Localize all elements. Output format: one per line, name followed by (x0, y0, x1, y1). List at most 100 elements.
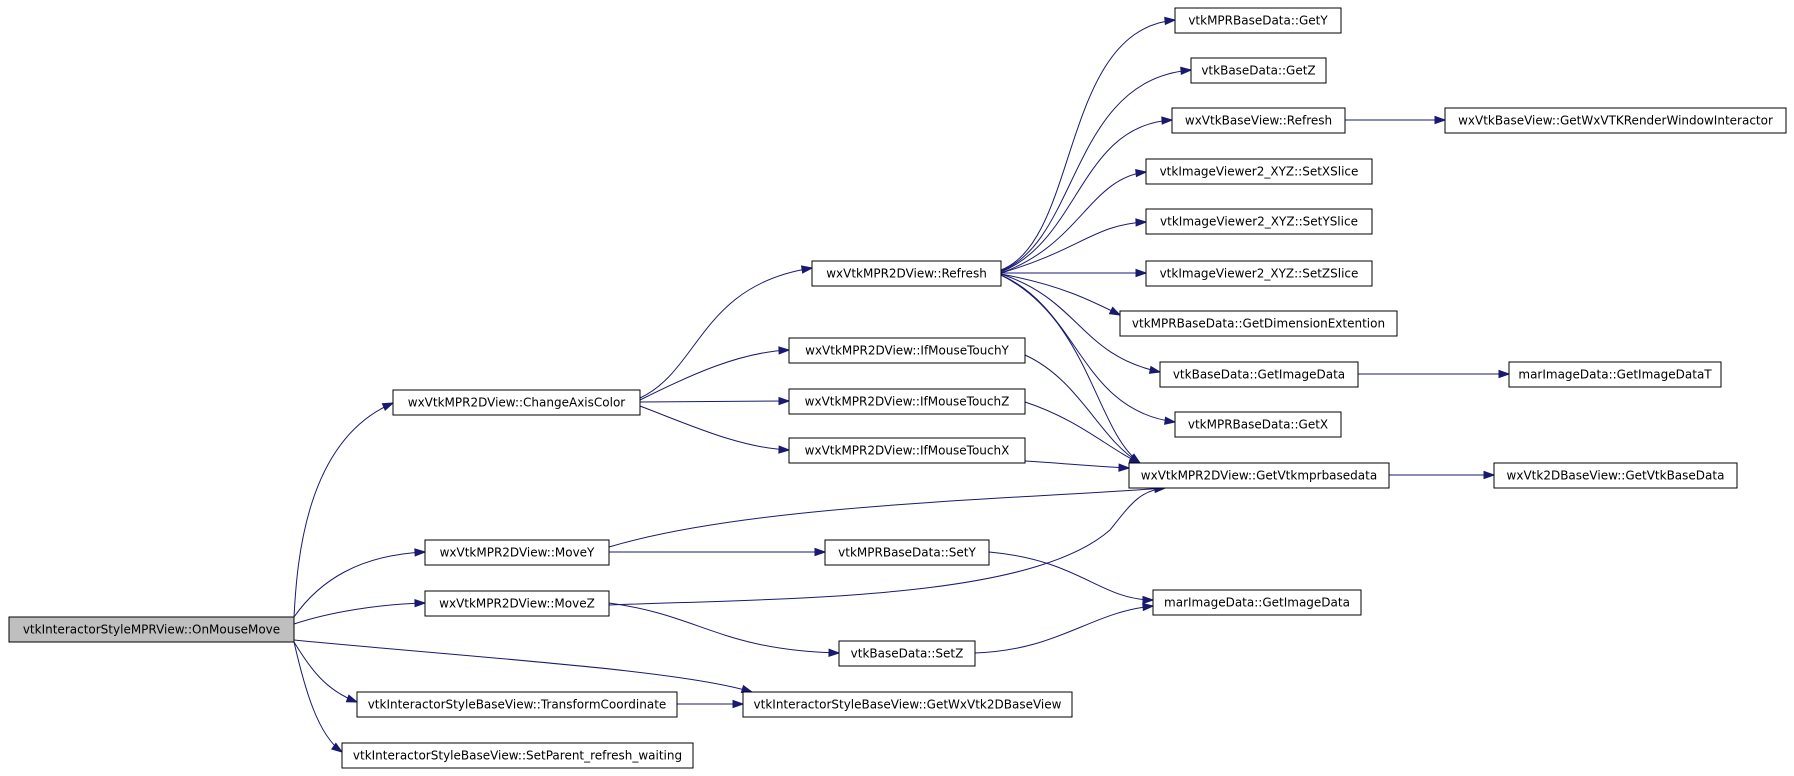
call-edges (293, 16, 1511, 753)
node-setyslice[interactable]: vtkImageViewer2_XYZ::SetYSlice (1145, 208, 1373, 235)
arrowhead (778, 445, 791, 454)
call-edge-n11-n23 (974, 602, 1155, 654)
node-ifmousetouchy[interactable]: wxVtkMPR2DView::IfMouseTouchY (788, 337, 1026, 364)
arrowhead (814, 547, 827, 557)
arrowhead (1483, 470, 1496, 480)
node-transformcoordinate[interactable]: vtkInteractorStyleBaseView::TransformCoo… (356, 691, 678, 718)
svg-text:marImageData::GetImageDataT: marImageData::GetImageDataT (1518, 368, 1712, 382)
node-getimagedatat[interactable]: marImageData::GetImageDataT (1508, 361, 1722, 388)
node-mpr2dview-refresh[interactable]: wxVtkMPR2DView::Refresh (811, 260, 1002, 287)
arrowhead (1142, 595, 1155, 605)
arrowhead (1108, 306, 1122, 316)
svg-text:wxVtkMPR2DView::GetVtkmprbased: wxVtkMPR2DView::GetVtkmprbasedata (1141, 469, 1377, 483)
call-edge-n6-n16 (1000, 168, 1148, 274)
arrowhead (1142, 602, 1155, 612)
call-edge-n6-n17 (1000, 218, 1148, 274)
node-changeaxiscolor[interactable]: wxVtkMPR2DView::ChangeAxisColor (392, 389, 641, 416)
node-basevie-refresh[interactable]: wxVtkBaseView::Refresh (1171, 107, 1346, 134)
node-setzslice[interactable]: vtkImageViewer2_XYZ::SetZSlice (1145, 260, 1373, 287)
svg-text:vtkImageViewer2_XYZ::SetYSlice: vtkImageViewer2_XYZ::SetYSlice (1160, 215, 1358, 229)
svg-text:marImageData::GetImageData: marImageData::GetImageData (1164, 596, 1350, 610)
call-edge-n7-n22 (1024, 354, 1142, 464)
svg-text:wxVtkMPR2DView::IfMouseTouchX: wxVtkMPR2DView::IfMouseTouchX (805, 444, 1010, 458)
arrowhead (1164, 416, 1177, 425)
arrowhead (414, 548, 427, 557)
node-ifmousetouchz[interactable]: wxVtkMPR2DView::IfMouseTouchZ (788, 388, 1026, 415)
call-edge-n9-n22 (1024, 460, 1131, 472)
arrowhead (345, 694, 359, 703)
call-edge-n10-n23 (988, 551, 1155, 605)
call-edge-n6-n21 (1000, 274, 1177, 425)
node-onmousemove[interactable]: vtkInteractorStyleMPRView::OnMouseMove (8, 616, 295, 643)
call-edge-n0-n1 (293, 402, 395, 618)
svg-text:vtkMPRBaseData::GetDimensionEx: vtkMPRBaseData::GetDimensionExtention (1132, 317, 1385, 331)
call-edge-n4-n12 (677, 699, 745, 709)
svg-text:vtkInteractorStyleMPRView::OnM: vtkInteractorStyleMPRView::OnMouseMove (23, 623, 280, 637)
arrowhead (778, 396, 791, 406)
svg-text:wxVtkMPR2DView::MoveY: wxVtkMPR2DView::MoveY (440, 546, 595, 560)
call-edge-n6-n18 (1001, 268, 1148, 278)
node-ifmousetouchx[interactable]: wxVtkMPR2DView::IfMouseTouchX (788, 437, 1026, 464)
svg-text:vtkInteractorStyleBaseView::Tr: vtkInteractorStyleBaseView::TransformCoo… (368, 698, 667, 712)
svg-text:vtkMPRBaseData::GetX: vtkMPRBaseData::GetX (1188, 418, 1328, 432)
call-edge-n1-n7 (639, 346, 791, 401)
call-edge-n6-n20 (1000, 273, 1162, 374)
call-edge-n2-n10 (609, 547, 827, 557)
call-edge-n2-n22 (608, 484, 1167, 548)
call-edge-n6-n15 (1000, 116, 1174, 273)
node-movez[interactable]: wxVtkMPR2DView::MoveZ (424, 590, 610, 617)
svg-text:wxVtkMPR2DView::ChangeAxisColo: wxVtkMPR2DView::ChangeAxisColor (408, 396, 626, 410)
call-edge-n6-n22 (1000, 274, 1142, 464)
svg-text:wxVtkMPR2DView::IfMouseTouchY: wxVtkMPR2DView::IfMouseTouchY (805, 344, 1009, 358)
arrowhead (1180, 66, 1193, 76)
svg-text:vtkInteractorStyleBaseView::Se: vtkInteractorStyleBaseView::SetParent_re… (353, 749, 682, 763)
svg-text:wxVtkBaseView::GetWxVTKRenderW: wxVtkBaseView::GetWxVTKRenderWindowInter… (1458, 114, 1773, 128)
call-edge-n22-n26 (1389, 470, 1496, 480)
node-getwxvtkrenderwindowinteractor[interactable]: wxVtkBaseView::GetWxVTKRenderWindowInter… (1444, 107, 1787, 134)
call-edge-n0-n5 (293, 641, 344, 753)
call-edge-n0-n4 (293, 641, 359, 703)
node-basedata-getimagedata[interactable]: vtkBaseData::GetImageData (1159, 361, 1359, 388)
node-marimagedata-getimagedata[interactable]: marImageData::GetImageData (1152, 589, 1362, 616)
node-getwxvtk2dbaseview[interactable]: vtkInteractorStyleBaseView::GetWxVtk2DBa… (742, 691, 1073, 718)
node-setz[interactable]: vtkBaseData::SetZ (838, 640, 976, 667)
node-getvtkmprbasedata[interactable]: wxVtkMPR2DView::GetVtkmprbasedata (1128, 462, 1390, 489)
arrowhead (381, 402, 395, 411)
node-getdimensionextention[interactable]: vtkMPRBaseData::GetDimensionExtention (1119, 310, 1398, 337)
call-edge-n3-n11 (608, 602, 841, 657)
arrowhead (414, 599, 427, 608)
arrowhead (1135, 168, 1148, 178)
call-edge-n6-n19 (1000, 273, 1122, 316)
svg-text:vtkInteractorStyleBaseView::Ge: vtkInteractorStyleBaseView::GetWxVtk2DBa… (754, 698, 1062, 712)
call-edge-n6-n13 (1000, 16, 1177, 271)
arrowhead (828, 648, 841, 657)
node-movey[interactable]: wxVtkMPR2DView::MoveY (424, 539, 610, 566)
call-edge-n1-n6 (639, 265, 814, 399)
svg-text:wxVtk2DBaseView::GetVtkBaseDat: wxVtk2DBaseView::GetVtkBaseData (1507, 469, 1725, 483)
call-edge-n0-n3 (293, 599, 427, 625)
svg-text:vtkMPRBaseData::GetY: vtkMPRBaseData::GetY (1188, 14, 1328, 28)
arrowhead (1135, 218, 1148, 227)
call-edge-n15-n24 (1345, 115, 1447, 125)
arrowhead (1161, 116, 1174, 125)
node-sety[interactable]: vtkMPRBaseData::SetY (824, 539, 990, 566)
arrowhead (740, 684, 754, 693)
arrowhead (1135, 268, 1148, 278)
node-gety[interactable]: vtkMPRBaseData::GetY (1174, 7, 1342, 34)
call-edge-n8-n22 (1024, 401, 1142, 464)
node-getx[interactable]: vtkMPRBaseData::GetX (1174, 411, 1342, 438)
node-setxslice[interactable]: vtkImageViewer2_XYZ::SetXSlice (1145, 158, 1373, 185)
function-nodes: vtkInteractorStyleMPRView::OnMouseMove w… (8, 7, 1787, 769)
svg-text:vtkBaseData::SetZ: vtkBaseData::SetZ (851, 647, 964, 661)
svg-text:wxVtkMPR2DView::Refresh: wxVtkMPR2DView::Refresh (826, 267, 987, 281)
call-edge-n1-n9 (639, 405, 791, 454)
node-getz[interactable]: vtkBaseData::GetZ (1190, 57, 1327, 84)
svg-text:vtkImageViewer2_XYZ::SetZSlice: vtkImageViewer2_XYZ::SetZSlice (1160, 267, 1359, 281)
node-getvtkbasedata[interactable]: wxVtk2DBaseView::GetVtkBaseData (1493, 462, 1738, 489)
arrowhead (1434, 115, 1447, 125)
node-setparent-refresh-waiting[interactable]: vtkInteractorStyleBaseView::SetParent_re… (341, 742, 694, 769)
call-edge-n20-n25 (1358, 369, 1511, 379)
svg-text:vtkBaseData::GetZ: vtkBaseData::GetZ (1201, 64, 1315, 78)
call-edge-n1-n8 (639, 396, 791, 406)
